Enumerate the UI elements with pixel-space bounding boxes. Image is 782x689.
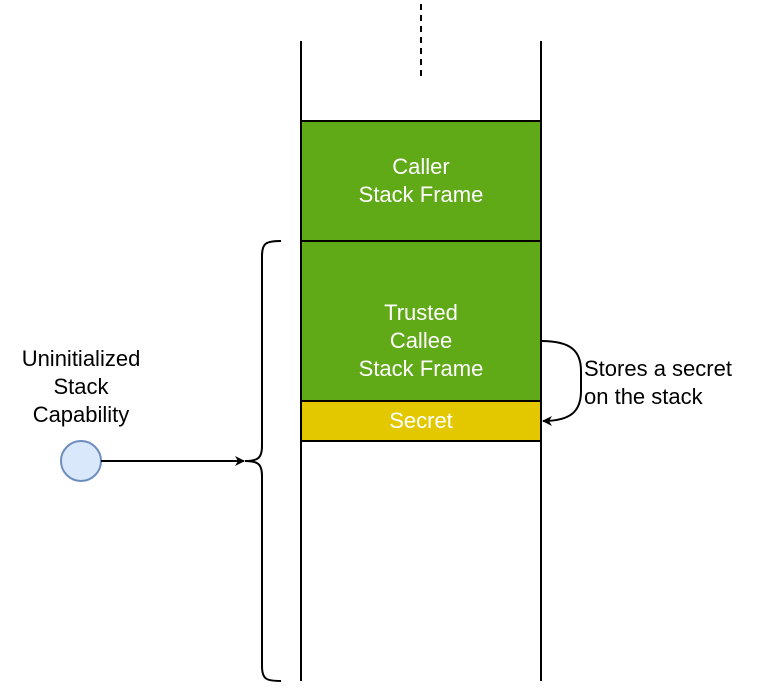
stores-secret-arrow [540, 340, 582, 426]
callee-frame-line-2: Callee [389, 328, 453, 353]
capability-line-1: Uninitialized [21, 346, 141, 371]
annotation-line-2: on the stack [584, 384, 703, 409]
stores-secret-annotation: Stores a secret on the stack [584, 355, 732, 411]
callee-frame-line-3: Stack Frame [358, 356, 484, 381]
annotation-line-1: Stores a secret [584, 356, 732, 381]
capability-line-2: Stack [53, 374, 109, 399]
capability-circle [60, 440, 102, 482]
callee-frame-line-1: Trusted [384, 300, 458, 325]
secret-label: Secret [389, 408, 453, 433]
secret-slot [300, 400, 542, 442]
caller-stack-frame [300, 120, 542, 242]
callee-frame-label: Trusted Callee Stack Frame [301, 299, 541, 383]
caller-frame-label: Caller Stack Frame [301, 153, 541, 209]
caller-frame-line-2: Stack Frame [358, 182, 484, 207]
capability-line-3: Capability [32, 402, 130, 427]
capability-label: Uninitialized Stack Capability [0, 345, 162, 429]
stack-region-brace [244, 240, 282, 682]
caller-frame-line-1: Caller [392, 154, 450, 179]
